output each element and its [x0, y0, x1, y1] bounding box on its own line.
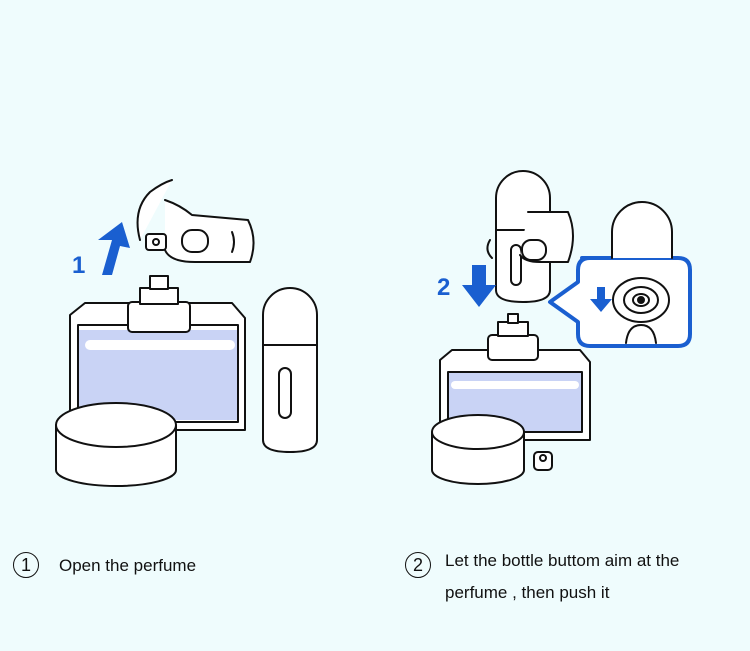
step-number-badge: 2: [405, 552, 431, 578]
step-2: 2 Let the bottle buttom aim at the perfu…: [405, 551, 725, 609]
round-lid-right: [431, 414, 525, 485]
perfume-bottle-left: [69, 275, 246, 431]
step-1: 1 Open the perfume: [13, 552, 196, 582]
step-text: Let the bottle buttom aim at the perfume…: [445, 551, 680, 602]
arrow-up-icon: [98, 222, 130, 275]
hand-left: [136, 179, 255, 263]
step1-label: 1: [72, 252, 85, 279]
step-text: Open the perfume: [59, 556, 197, 575]
atomizer-bottle-right: [495, 170, 551, 303]
step2-label: 2: [437, 274, 450, 301]
atomizer-bottle-left: [262, 287, 318, 453]
step-number-badge: 1: [13, 552, 39, 578]
round-lid-left: [55, 402, 177, 487]
small-cap: [533, 451, 553, 471]
arrow-down-icon: [462, 265, 496, 307]
hand-right: [486, 211, 574, 263]
zoom-callout: [548, 201, 692, 348]
